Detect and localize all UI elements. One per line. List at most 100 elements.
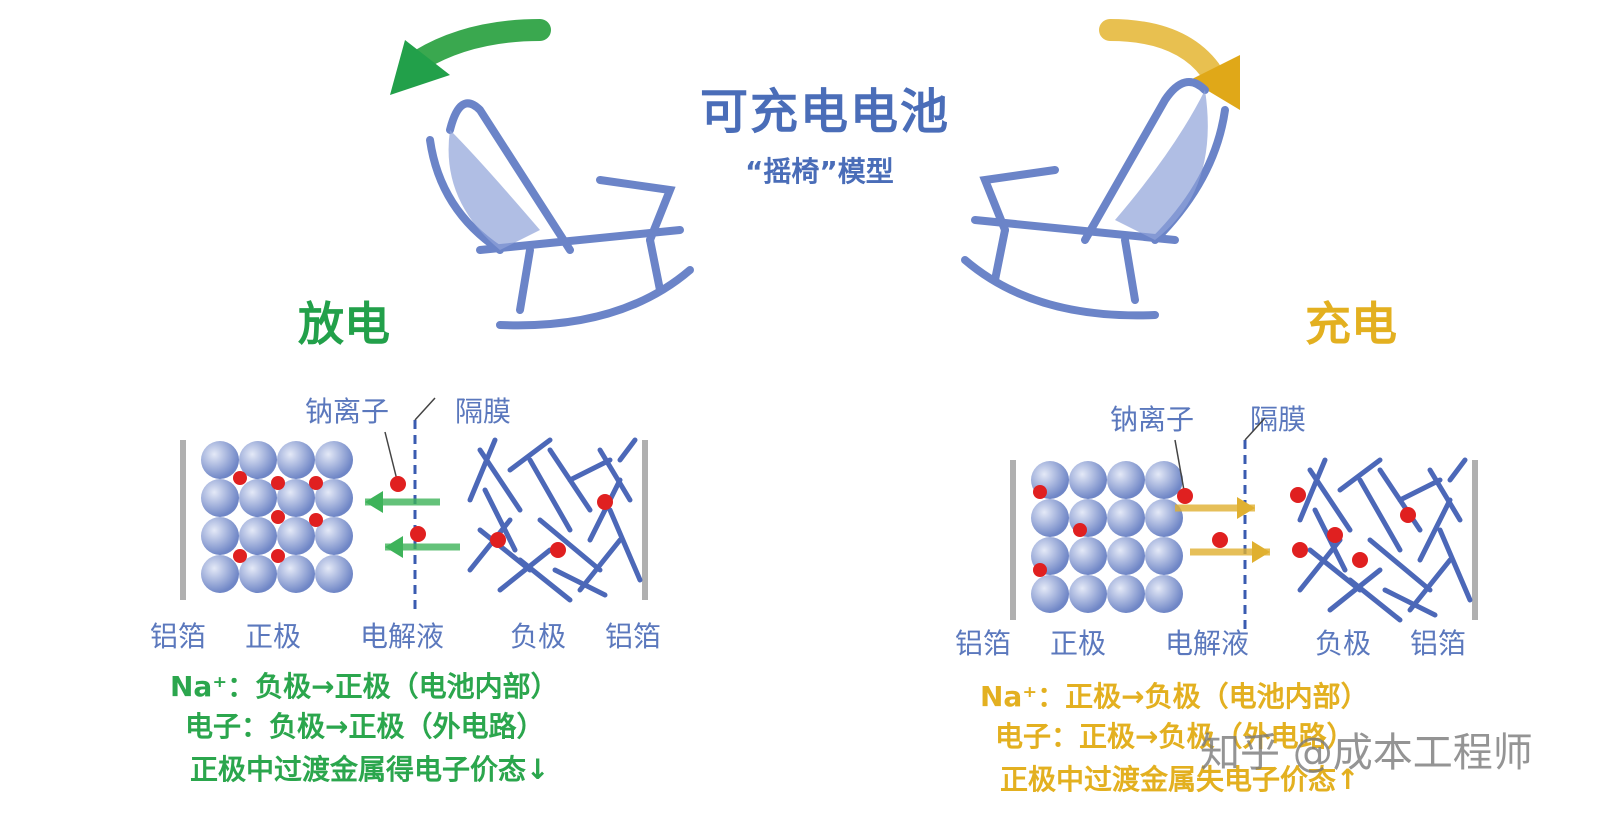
anode-carbon-layer xyxy=(1417,497,1453,563)
diagram-title: 可充电电池 xyxy=(700,84,951,140)
label-cathode: 正极 xyxy=(1050,627,1107,660)
label-electrolyte: 电解液 xyxy=(360,620,445,653)
sodium-ion xyxy=(271,510,285,524)
cathode-particle xyxy=(1107,537,1145,575)
sodium-ion xyxy=(597,494,613,510)
sodium-ion-label: 钠离子 xyxy=(305,395,390,428)
anode-carbon-layer xyxy=(577,537,623,593)
note-electron-direction: 电子：正极→负极（外电路） xyxy=(995,720,1355,753)
cathode-particle xyxy=(1145,537,1183,575)
sodium-ion xyxy=(550,542,566,558)
sodium-ion xyxy=(233,549,247,563)
cathode-particle xyxy=(277,555,315,593)
cathode-particle xyxy=(239,517,277,555)
ion-flow-arrowhead xyxy=(1237,497,1255,519)
note-ion-direction: Na⁺：正极→负极（电池内部） xyxy=(980,680,1369,713)
anode-carbon-layer xyxy=(1367,537,1433,593)
ion-flow-arrowhead xyxy=(365,491,383,513)
anode-carbon-layer xyxy=(527,457,573,533)
aluminum-foil-left xyxy=(180,440,186,600)
cathode-particle xyxy=(315,555,353,593)
sodium-ion xyxy=(490,532,506,548)
separator-label: 隔膜 xyxy=(1250,403,1307,436)
cathode-particle xyxy=(277,441,315,479)
anode-carbon-layer xyxy=(552,567,608,598)
aluminum-foil-left xyxy=(1010,460,1016,620)
cathode-particle xyxy=(1031,575,1069,613)
sodium-ion xyxy=(410,526,426,542)
aluminum-foil-right xyxy=(642,440,648,600)
cathode-particle xyxy=(1069,461,1107,499)
anode-carbon-layer xyxy=(482,487,518,553)
cathode-particle xyxy=(1069,575,1107,613)
cathode-particle xyxy=(239,555,277,593)
charge-panel: 钠离子 隔膜 铝箔 正极 电解液 负极 铝箔 Na⁺：正极→负极（电池内部） 电… xyxy=(955,390,1540,810)
ion-flow-arrowhead xyxy=(1252,541,1270,563)
cathode-particle xyxy=(277,479,315,517)
sodium-ion xyxy=(1327,527,1343,543)
anode-carbon-layer xyxy=(567,457,613,483)
sodium-ion xyxy=(271,549,285,563)
anode-carbon-layer xyxy=(1437,527,1473,603)
cathode-particle xyxy=(1145,499,1183,537)
label-anode: 负极 xyxy=(510,620,567,653)
sodium-ion xyxy=(309,476,323,490)
cathode-particle xyxy=(1145,461,1183,499)
sodium-ion xyxy=(233,471,247,485)
anode-carbon-layer xyxy=(1407,557,1453,613)
label-al-foil-left: 铝箔 xyxy=(150,620,207,653)
label-cathode: 正极 xyxy=(245,620,302,653)
sodium-ion xyxy=(271,476,285,490)
label-al-foil-right: 铝箔 xyxy=(605,620,662,653)
anode-carbon-layer xyxy=(1427,467,1463,523)
anode-carbon-layer xyxy=(1447,457,1468,483)
discharge-cell-diagram xyxy=(180,397,648,610)
ion-leader-line xyxy=(384,431,399,485)
note-electron-direction: 电子：负极→正极（外电路） xyxy=(185,710,545,743)
cathode-particle xyxy=(239,441,277,479)
sodium-ion xyxy=(1212,532,1228,548)
separator-leader-line xyxy=(414,397,436,421)
sodium-ion xyxy=(1033,485,1047,499)
anode-carbon-layer xyxy=(537,517,603,573)
cathode-particle xyxy=(315,441,353,479)
diagram-subtitle: “摇椅”模型 xyxy=(745,155,894,188)
anode-carbon-layer xyxy=(497,547,553,593)
cathode-particle xyxy=(1069,537,1107,575)
label-anode: 负极 xyxy=(1315,627,1372,660)
anode-carbon-layer xyxy=(1327,567,1383,613)
anode-carbon-layer xyxy=(1337,457,1383,493)
sodium-ion-label: 钠离子 xyxy=(1110,403,1195,436)
anode-carbon-layer xyxy=(1382,587,1438,618)
sodium-ion xyxy=(1292,542,1308,558)
anode-carbon-layer xyxy=(1297,457,1328,523)
cathode-particle xyxy=(1031,499,1069,537)
watermark: 知乎 @成本工程师 xyxy=(1200,730,1533,776)
label-al-foil-right: 铝箔 xyxy=(1410,627,1467,660)
sodium-ion xyxy=(1400,507,1416,523)
cathode-particle xyxy=(239,479,277,517)
sodium-ion xyxy=(1177,488,1193,504)
cathode-particle xyxy=(1145,575,1183,613)
cathode-particle xyxy=(201,441,239,479)
note-ion-direction: Na⁺：负极→正极（电池内部） xyxy=(170,670,559,703)
discharge-panel: 钠离子 隔膜 铝箔 正极 电解液 负极 铝箔 Na⁺：负极→正极（电池内部） 电… xyxy=(150,380,710,800)
aluminum-foil-right xyxy=(1472,460,1478,620)
anode-carbon-layer xyxy=(607,507,643,583)
anode-carbon-layer xyxy=(597,447,633,503)
sodium-ion xyxy=(1073,523,1087,537)
label-electrolyte: 电解液 xyxy=(1165,627,1250,660)
sodium-ion xyxy=(390,476,406,492)
rocking-chair-left-icon xyxy=(426,99,694,330)
cathode-particle xyxy=(315,517,353,555)
cathode-particle xyxy=(201,555,239,593)
rocking-chair-right-icon xyxy=(961,78,1229,320)
ion-leader-line xyxy=(1174,439,1186,497)
anode-carbon-layer xyxy=(617,437,638,463)
sodium-ion xyxy=(1352,552,1368,568)
charge-cell-diagram xyxy=(1010,417,1478,630)
anode-carbon-layer xyxy=(1397,477,1443,503)
anode-carbon-layer xyxy=(467,437,498,503)
sodium-ion xyxy=(309,513,323,527)
cathode-particle xyxy=(277,517,315,555)
